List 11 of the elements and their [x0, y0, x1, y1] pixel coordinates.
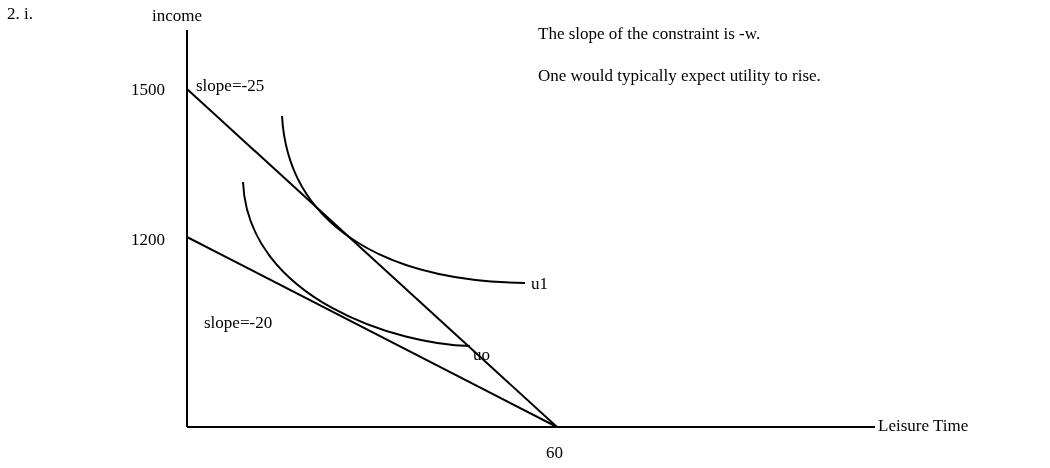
note-text: The slope of the constraint is -w. [538, 24, 761, 44]
slope-label: slope=-25 [196, 76, 265, 96]
note-text: One would typically expect utility to rise. [538, 66, 821, 86]
axis-label: income [152, 6, 203, 26]
axis-label: Leisure Time [878, 416, 969, 436]
tick-label: 1500 [131, 80, 165, 100]
tick-label: 1200 [131, 230, 165, 250]
question-number: 2. i. [7, 4, 33, 24]
slope-label: slope=-20 [204, 313, 273, 333]
curve-label: u1 [531, 274, 548, 294]
tick-label: 60 [546, 443, 563, 463]
